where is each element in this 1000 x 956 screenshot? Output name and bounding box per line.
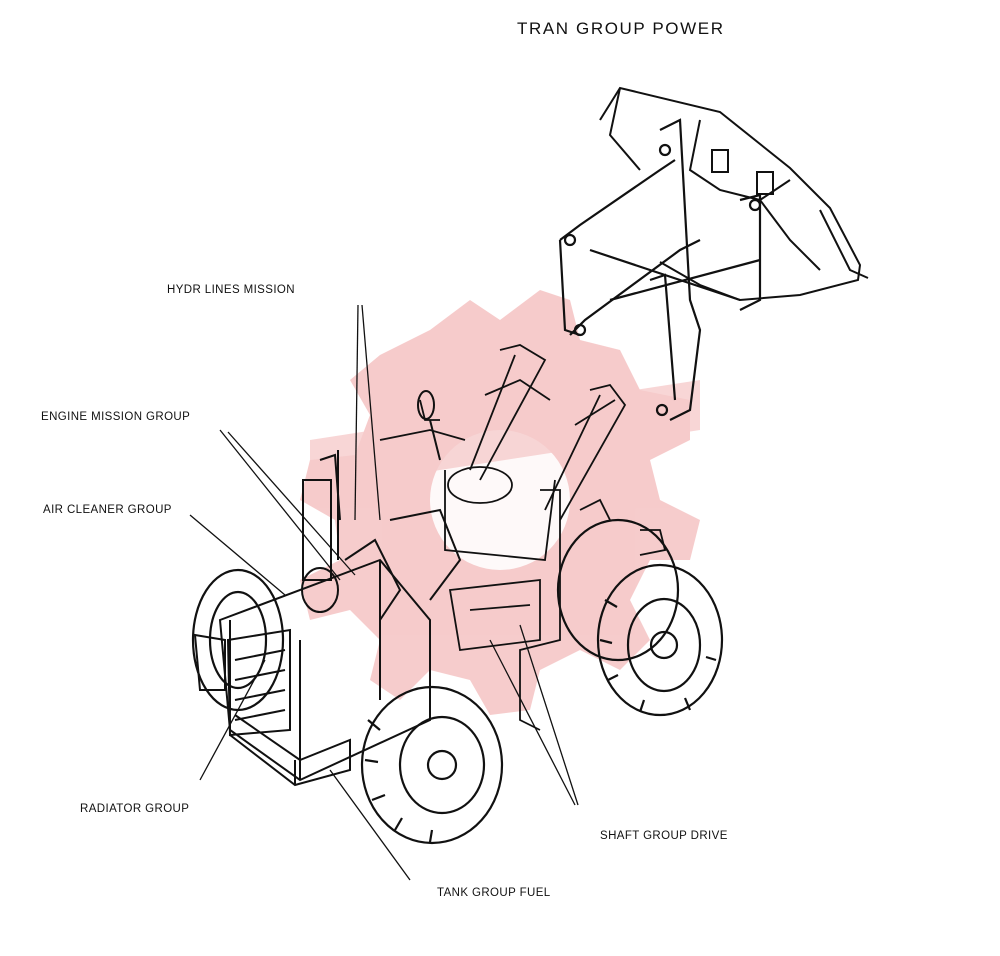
lift-arms <box>558 118 762 421</box>
label-shaft-group-drive: SHAFT GROUP DRIVE <box>600 830 728 842</box>
fuel-tank <box>229 714 351 787</box>
leader-lines <box>189 304 579 881</box>
gear-watermark <box>300 290 700 715</box>
rear-right-wheel <box>360 685 504 845</box>
label-radiator-group: RADIATOR GROUP <box>80 803 190 815</box>
label-tank-group-fuel: TANK GROUP FUEL <box>437 887 551 899</box>
label-hydr-lines-mission: HYDR LINES MISSION <box>167 284 295 296</box>
label-air-cleaner-group: AIR CLEANER GROUP <box>43 504 172 516</box>
front-right-wheel <box>596 563 724 717</box>
side-mirror <box>337 390 441 560</box>
diagram-title: TRAN GROUP POWER <box>517 19 725 38</box>
front-left-wheel <box>556 518 680 662</box>
label-engine-mission-group: ENGINE MISSION GROUP <box>41 411 191 423</box>
bucket <box>599 86 869 302</box>
rear-left-wheel <box>191 568 285 712</box>
